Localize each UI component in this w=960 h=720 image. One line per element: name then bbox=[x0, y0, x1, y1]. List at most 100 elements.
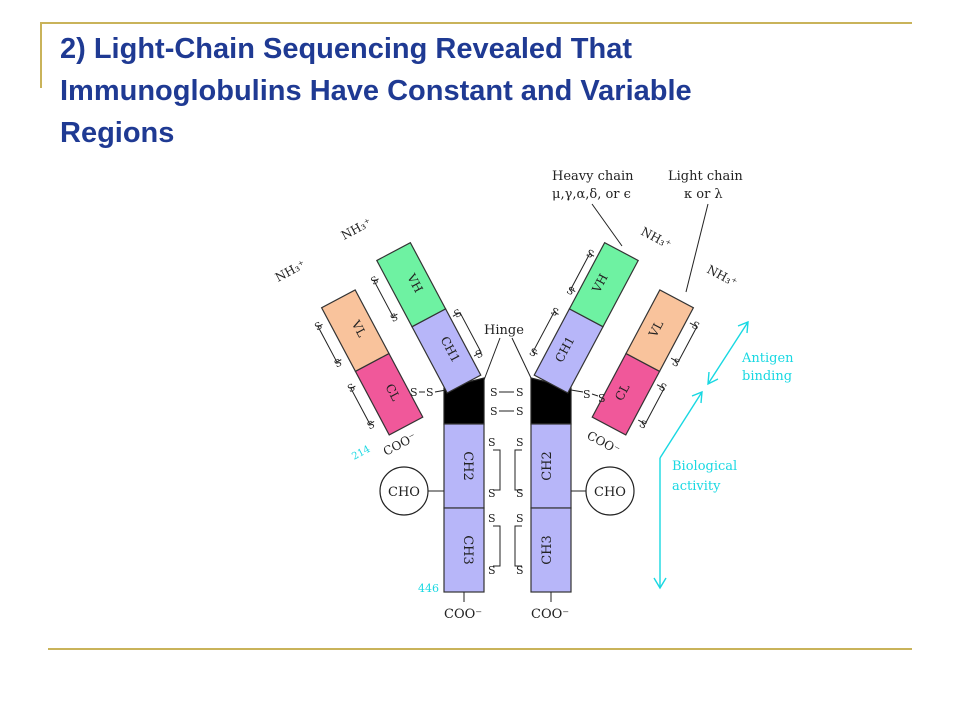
right-ch2-label: CH2 bbox=[540, 451, 555, 481]
right-ch3-domain bbox=[530, 507, 572, 593]
s-label: S bbox=[564, 285, 575, 298]
arrow-shaft-diagonal bbox=[659, 391, 703, 459]
s-label: S bbox=[516, 512, 524, 525]
s-label: S bbox=[527, 347, 538, 360]
right-light-coo: COO⁻ bbox=[585, 428, 623, 457]
right-vh-disulfides: S S S S bbox=[527, 248, 595, 360]
right-heavy-arm: CH1 VH S S S S bbox=[527, 241, 640, 394]
s-label: S bbox=[488, 564, 496, 577]
intrachain-bond bbox=[493, 449, 501, 491]
intrachain-bond bbox=[493, 525, 501, 567]
left-light-disulfides: S S S S bbox=[313, 320, 377, 432]
intrachain-bond bbox=[570, 253, 595, 292]
title-line-3: Regions bbox=[60, 117, 175, 149]
top-rule bbox=[40, 22, 912, 24]
intrachain-bond bbox=[514, 525, 522, 567]
left-heavy-nh3: NH₃⁺ bbox=[339, 215, 374, 242]
biological-activity-label-line1: Biological bbox=[672, 459, 737, 474]
residue-446-label: 446 bbox=[418, 582, 439, 595]
hinge-disulfides: S S S S bbox=[490, 386, 524, 418]
s-label: S bbox=[516, 487, 524, 500]
left-vh-disulfides: S S S S bbox=[369, 275, 485, 361]
s-label: S bbox=[488, 512, 496, 525]
left-rule bbox=[40, 22, 42, 88]
antigen-binding-label-line2: binding bbox=[742, 369, 792, 384]
s-label: S bbox=[488, 436, 496, 449]
left-heavy-arm: CH1 VH S S S S bbox=[369, 241, 485, 394]
s-label: S bbox=[670, 357, 681, 370]
intrachain-bond bbox=[350, 385, 375, 425]
right-ch3-label: CH3 bbox=[540, 535, 555, 565]
left-vl-domain bbox=[320, 289, 390, 373]
s-label: S bbox=[426, 386, 434, 399]
heavy-chain-types: μ,γ,α,δ, or ϵ bbox=[552, 187, 631, 202]
left-stem-coo: COO⁻ bbox=[444, 607, 482, 622]
s-label: S bbox=[598, 392, 606, 405]
right-vl-domain bbox=[625, 289, 695, 373]
title-line-1: 2) Light-Chain Sequencing Revealed That bbox=[60, 33, 633, 65]
left-ch2-label: CH2 bbox=[460, 451, 475, 481]
intrachain-bond bbox=[532, 311, 559, 355]
right-heavy-nh3: NH₃⁺ bbox=[639, 224, 674, 251]
s-label: S bbox=[490, 386, 498, 399]
s-label: S bbox=[516, 564, 524, 577]
left-light-coo: COO⁻ bbox=[381, 430, 419, 459]
left-stem-disulfides: S S S S S S S S bbox=[488, 436, 524, 577]
heavy-chain-pointer bbox=[591, 203, 623, 247]
antigen-binding-label-line1: Antigen bbox=[741, 351, 794, 366]
s-label: S bbox=[690, 320, 701, 333]
left-interchain-bond: S S bbox=[410, 386, 447, 399]
light-chain-types: κ or λ bbox=[684, 187, 723, 202]
left-light-nh3: NH₃⁺ bbox=[273, 257, 308, 284]
disulfide-link bbox=[570, 389, 584, 393]
slide-title: 2) Light-Chain Sequencing Revealed That … bbox=[60, 28, 920, 154]
left-ch3-label: CH3 bbox=[460, 535, 475, 565]
arrow-head-up-icon bbox=[691, 390, 703, 404]
intrachain-bond bbox=[670, 322, 698, 363]
s-label: S bbox=[637, 419, 648, 432]
s-label: S bbox=[410, 386, 418, 399]
arrow-head-down-icon bbox=[653, 577, 667, 590]
s-label: S bbox=[516, 405, 524, 418]
intrachain-bond bbox=[373, 278, 398, 318]
arrow-shaft bbox=[707, 321, 749, 385]
right-interchain-bond: S S bbox=[570, 388, 606, 405]
s-label: S bbox=[369, 275, 380, 288]
s-label: S bbox=[389, 312, 400, 325]
light-chain-pointer bbox=[685, 203, 709, 293]
disulfide-link bbox=[434, 389, 447, 393]
s-label: S bbox=[488, 487, 496, 500]
bottom-rule bbox=[48, 648, 912, 650]
biological-activity-arrow bbox=[653, 390, 703, 590]
hinge-pointer-right bbox=[511, 337, 532, 379]
s-label: S bbox=[490, 405, 498, 418]
arrow-head-up-icon bbox=[737, 320, 749, 334]
s-label: S bbox=[516, 386, 524, 399]
heavy-chain-label: Heavy chain bbox=[552, 169, 634, 184]
left-vh-domain bbox=[375, 241, 447, 328]
arrow-head-down-icon bbox=[707, 371, 719, 386]
hinge-label: Hinge bbox=[484, 323, 524, 338]
left-ch2-domain bbox=[443, 423, 485, 509]
intrachain-bond bbox=[514, 449, 522, 491]
intrachain-bond bbox=[637, 384, 665, 425]
right-light-disulfides: S S S S bbox=[637, 320, 701, 432]
intrachain-bond bbox=[317, 323, 342, 363]
right-vh-domain bbox=[568, 241, 640, 328]
right-stem-coo: COO⁻ bbox=[531, 607, 569, 622]
biological-activity-label-line2: activity bbox=[672, 479, 721, 494]
disulfide-bond bbox=[591, 393, 599, 397]
s-label: S bbox=[583, 388, 591, 401]
intrachain-bond bbox=[452, 311, 482, 357]
right-cho-label: CHO bbox=[594, 485, 626, 500]
left-light-chain: CL VL S S S S bbox=[313, 289, 424, 436]
s-label: S bbox=[366, 419, 377, 432]
right-light-chain: CL VL S S S S bbox=[591, 289, 701, 436]
s-label: S bbox=[516, 436, 524, 449]
hinge-pointer-left bbox=[483, 337, 501, 381]
left-ch3-domain bbox=[443, 507, 485, 593]
light-chain-label: Light chain bbox=[668, 169, 743, 184]
title-line-2: Immunoglobulins Have Constant and Variab… bbox=[60, 75, 692, 107]
right-light-nh3: NH₃⁺ bbox=[705, 262, 740, 289]
